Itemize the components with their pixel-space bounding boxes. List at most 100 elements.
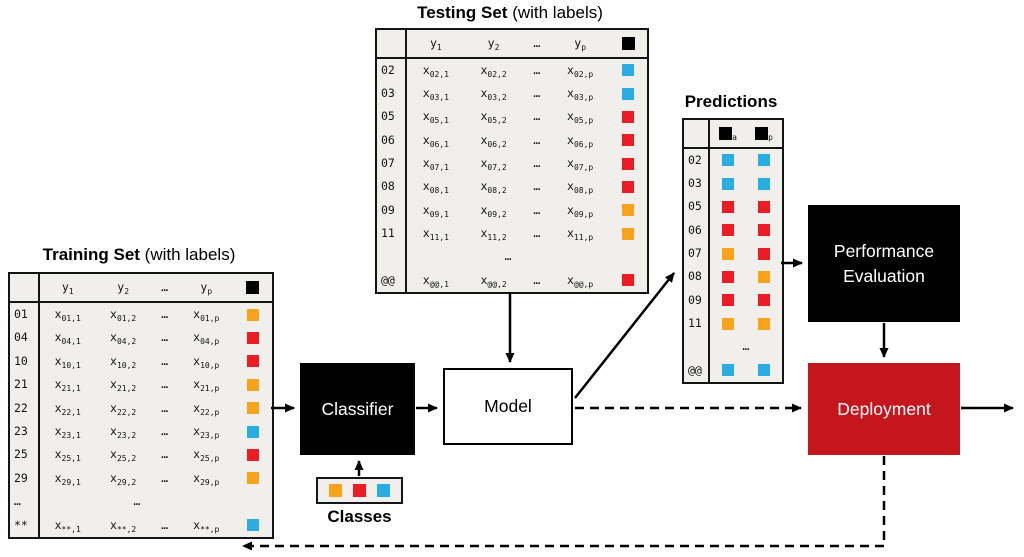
yellow-label-square bbox=[622, 227, 634, 240]
row-id: 05 bbox=[684, 195, 710, 219]
actual-label-cell bbox=[710, 154, 746, 167]
classes-title: Classes bbox=[302, 507, 417, 527]
feature-cell: … bbox=[533, 155, 541, 170]
row-label-cell bbox=[234, 519, 272, 532]
row-id: 09 bbox=[377, 198, 407, 222]
feature-cell: … bbox=[161, 400, 169, 415]
feature-cell: x**,1 bbox=[54, 517, 81, 534]
row-label-cell bbox=[609, 227, 647, 240]
actual-label-cell bbox=[710, 224, 746, 237]
prediction-row: @@ bbox=[684, 358, 782, 382]
feature-cell: x25,1 bbox=[54, 447, 81, 464]
header-subscript: a bbox=[732, 132, 737, 142]
actual-label-cell bbox=[710, 247, 746, 260]
row-id: 22 bbox=[10, 396, 40, 420]
yellow-label-square bbox=[758, 317, 770, 330]
row-label-cell bbox=[609, 157, 647, 170]
header-col-label: … bbox=[533, 35, 541, 50]
feature-cell: x06,p bbox=[567, 132, 594, 149]
feature-cell: x07,2 bbox=[480, 155, 507, 172]
red-label-square bbox=[622, 274, 634, 287]
blue-label-square bbox=[246, 519, 259, 532]
red-label-square bbox=[246, 355, 259, 368]
feature-cell: x04,1 bbox=[54, 330, 81, 347]
feature-cell: x21,p bbox=[193, 377, 220, 394]
blue-label-square bbox=[622, 64, 634, 77]
feature-cell: x**,2 bbox=[110, 517, 137, 534]
predictions-header-col: a bbox=[710, 126, 746, 142]
yellow-label-square bbox=[622, 204, 634, 217]
feature-cell: x25,p bbox=[193, 447, 220, 464]
predicted-label-cell bbox=[746, 271, 782, 284]
feature-cell: x03,2 bbox=[480, 86, 507, 103]
feature-cell: x01,1 bbox=[54, 306, 81, 323]
predicted-label-cell bbox=[746, 177, 782, 190]
actual-label-cell bbox=[710, 177, 746, 190]
feature-cell: x01,p bbox=[193, 306, 220, 323]
prediction-row: 08 bbox=[684, 265, 782, 289]
red-label-square bbox=[622, 157, 634, 170]
row-id: 07 bbox=[684, 242, 710, 266]
predictions-title: Predictions bbox=[655, 92, 807, 112]
header-label-cell bbox=[609, 36, 647, 50]
red-label-square bbox=[622, 181, 634, 194]
feature-cell: x29,p bbox=[193, 470, 220, 487]
feature-cell: x04,p bbox=[193, 330, 220, 347]
feature-cell: x10,p bbox=[193, 353, 220, 370]
actual-label-cell bbox=[710, 294, 746, 307]
row-label-cell bbox=[234, 332, 272, 345]
ellipsis-cell: … bbox=[133, 494, 141, 509]
header-label-square bbox=[719, 126, 733, 140]
blue-label-square bbox=[622, 87, 634, 100]
feature-cell: x29,1 bbox=[54, 470, 81, 487]
classes-title-bold: Classes bbox=[327, 507, 392, 526]
predictions-header-col: p bbox=[746, 126, 782, 141]
feature-cell: … bbox=[161, 517, 169, 532]
predicted-label-cell bbox=[746, 201, 782, 214]
yellow-label-square bbox=[722, 317, 734, 330]
row-id: 08 bbox=[377, 175, 407, 199]
feature-cell: x22,1 bbox=[54, 400, 81, 417]
blue-label-square bbox=[722, 177, 734, 190]
feature-cell: x05,1 bbox=[422, 109, 449, 126]
header-col-label: y1 bbox=[61, 279, 74, 296]
feature-cell: x@@,p bbox=[567, 272, 594, 289]
feature-cell: x23,p bbox=[193, 423, 220, 440]
feature-cell: x09,1 bbox=[422, 202, 449, 219]
yellow-label-square bbox=[758, 271, 770, 284]
predicted-label-cell bbox=[746, 224, 782, 237]
feature-cell: x02,1 bbox=[422, 62, 449, 79]
prediction-row: 11 bbox=[684, 312, 782, 336]
deployment-box: Deployment bbox=[808, 363, 960, 455]
feature-cell: … bbox=[161, 353, 169, 368]
feature-cell: … bbox=[533, 272, 541, 287]
row-label-cell bbox=[609, 204, 647, 217]
prediction-row: 02 bbox=[684, 148, 782, 173]
feature-cell: x08,1 bbox=[422, 179, 449, 196]
header-label-square bbox=[246, 280, 260, 294]
model-box-label: Model bbox=[484, 396, 532, 417]
row-id bbox=[377, 245, 407, 269]
row-label-cell bbox=[609, 274, 647, 287]
feature-cell: … bbox=[161, 423, 169, 438]
red-label-square bbox=[758, 247, 770, 260]
row-label-cell bbox=[609, 134, 647, 147]
feature-cell: x04,2 bbox=[110, 330, 137, 347]
row-id: 01 bbox=[10, 302, 40, 327]
row-id: 25 bbox=[10, 443, 40, 467]
red-label-square bbox=[722, 294, 734, 307]
feature-cell: x08,2 bbox=[480, 179, 507, 196]
actual-label-cell bbox=[710, 317, 746, 330]
row-id: 08 bbox=[684, 265, 710, 289]
